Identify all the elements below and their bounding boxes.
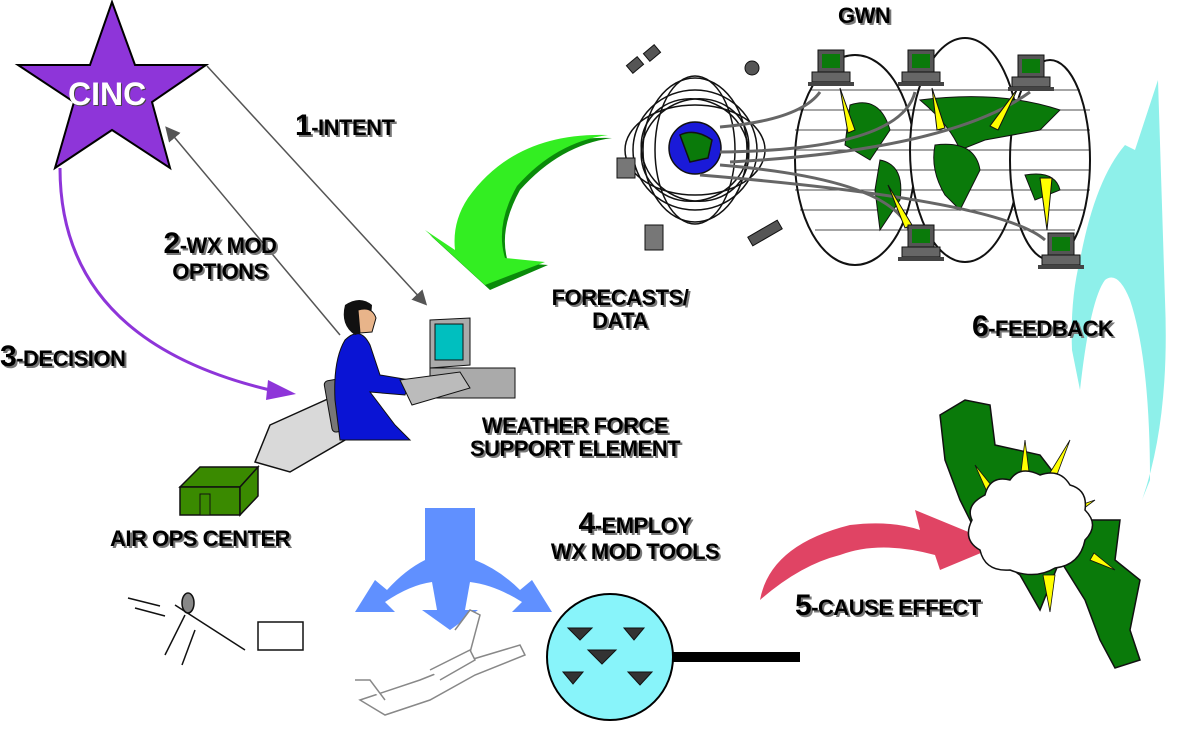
employ-arrows [355, 508, 552, 630]
step-text: -WX MOD [179, 233, 277, 258]
workstation-computer-icon [399, 317, 516, 406]
ground-dish-icon [616, 157, 664, 251]
wfse-line1: WEATHER FORCE [481, 413, 669, 438]
step-1-label: 1-INTENT [295, 109, 395, 142]
step-number: 2 [163, 227, 181, 260]
operator-icon [323, 300, 412, 441]
forecasts-data-label: FORECASTS/ DATA [550, 286, 690, 332]
air-ops-building-icon [178, 465, 260, 517]
weather-force-support-element-label: WEATHER FORCE SUPPORT ELEMENT [440, 414, 710, 460]
cinc-star-icon [14, 0, 210, 171]
target-area-icon [939, 399, 1141, 669]
step-number: 3 [0, 340, 17, 373]
forecast-arrow [425, 134, 612, 290]
gwn-label: GWN [838, 3, 891, 28]
ground-antenna-icon [127, 592, 304, 666]
air-ops-text: AIR OPS CENTER [110, 526, 291, 551]
step-number: 5 [795, 589, 812, 622]
uplink-bolts [839, 87, 1053, 231]
cinc-label: CINC [68, 76, 147, 112]
step-text-line2: OPTIONS [172, 258, 268, 284]
decision-arrow [58, 167, 271, 392]
gwn-text: GWN [838, 3, 891, 28]
wfse-line2: SUPPORT ELEMENT [469, 436, 681, 462]
air-ops-center-label: AIR OPS CENTER [110, 526, 291, 551]
step-2-label: 2-WX MOD OPTIONS [140, 228, 300, 283]
forecasts-line1: FORECASTS/ [551, 285, 689, 310]
magnifier-stealth-icon [546, 593, 800, 721]
step-text: -DECISION [16, 346, 126, 371]
step-6-label: 6-FEEDBACK [972, 310, 1114, 343]
step-5-label: 5-CAUSE EFFECT [795, 590, 981, 622]
cause-arrow [760, 510, 1000, 600]
step-number: 4 [578, 507, 596, 540]
satellite-icon [625, 43, 783, 247]
step-number: 1 [295, 109, 312, 142]
gwn-computer-icon [808, 49, 1084, 269]
step-number: 6 [972, 310, 989, 343]
aircraft-icon [355, 609, 527, 716]
feedback-bolt-icon [1071, 80, 1166, 500]
world-map-icon [794, 37, 1091, 266]
step-text: -INTENT [311, 115, 395, 140]
options-arrow [165, 126, 341, 336]
step-4-label: 4-EMPLOY WX MOD TOOLS [515, 508, 755, 563]
intent-arrow [206, 65, 428, 306]
step-text: -FEEDBACK [988, 316, 1114, 341]
decision-arrowhead-icon [266, 380, 296, 400]
step-text: -EMPLOY [594, 513, 692, 538]
step-3-label: 3-DECISION [0, 340, 126, 373]
step-text: -CAUSE EFFECT [811, 595, 981, 620]
step-text-line2: WX MOD TOOLS [550, 538, 720, 564]
forecasts-line2: DATA [592, 308, 648, 334]
